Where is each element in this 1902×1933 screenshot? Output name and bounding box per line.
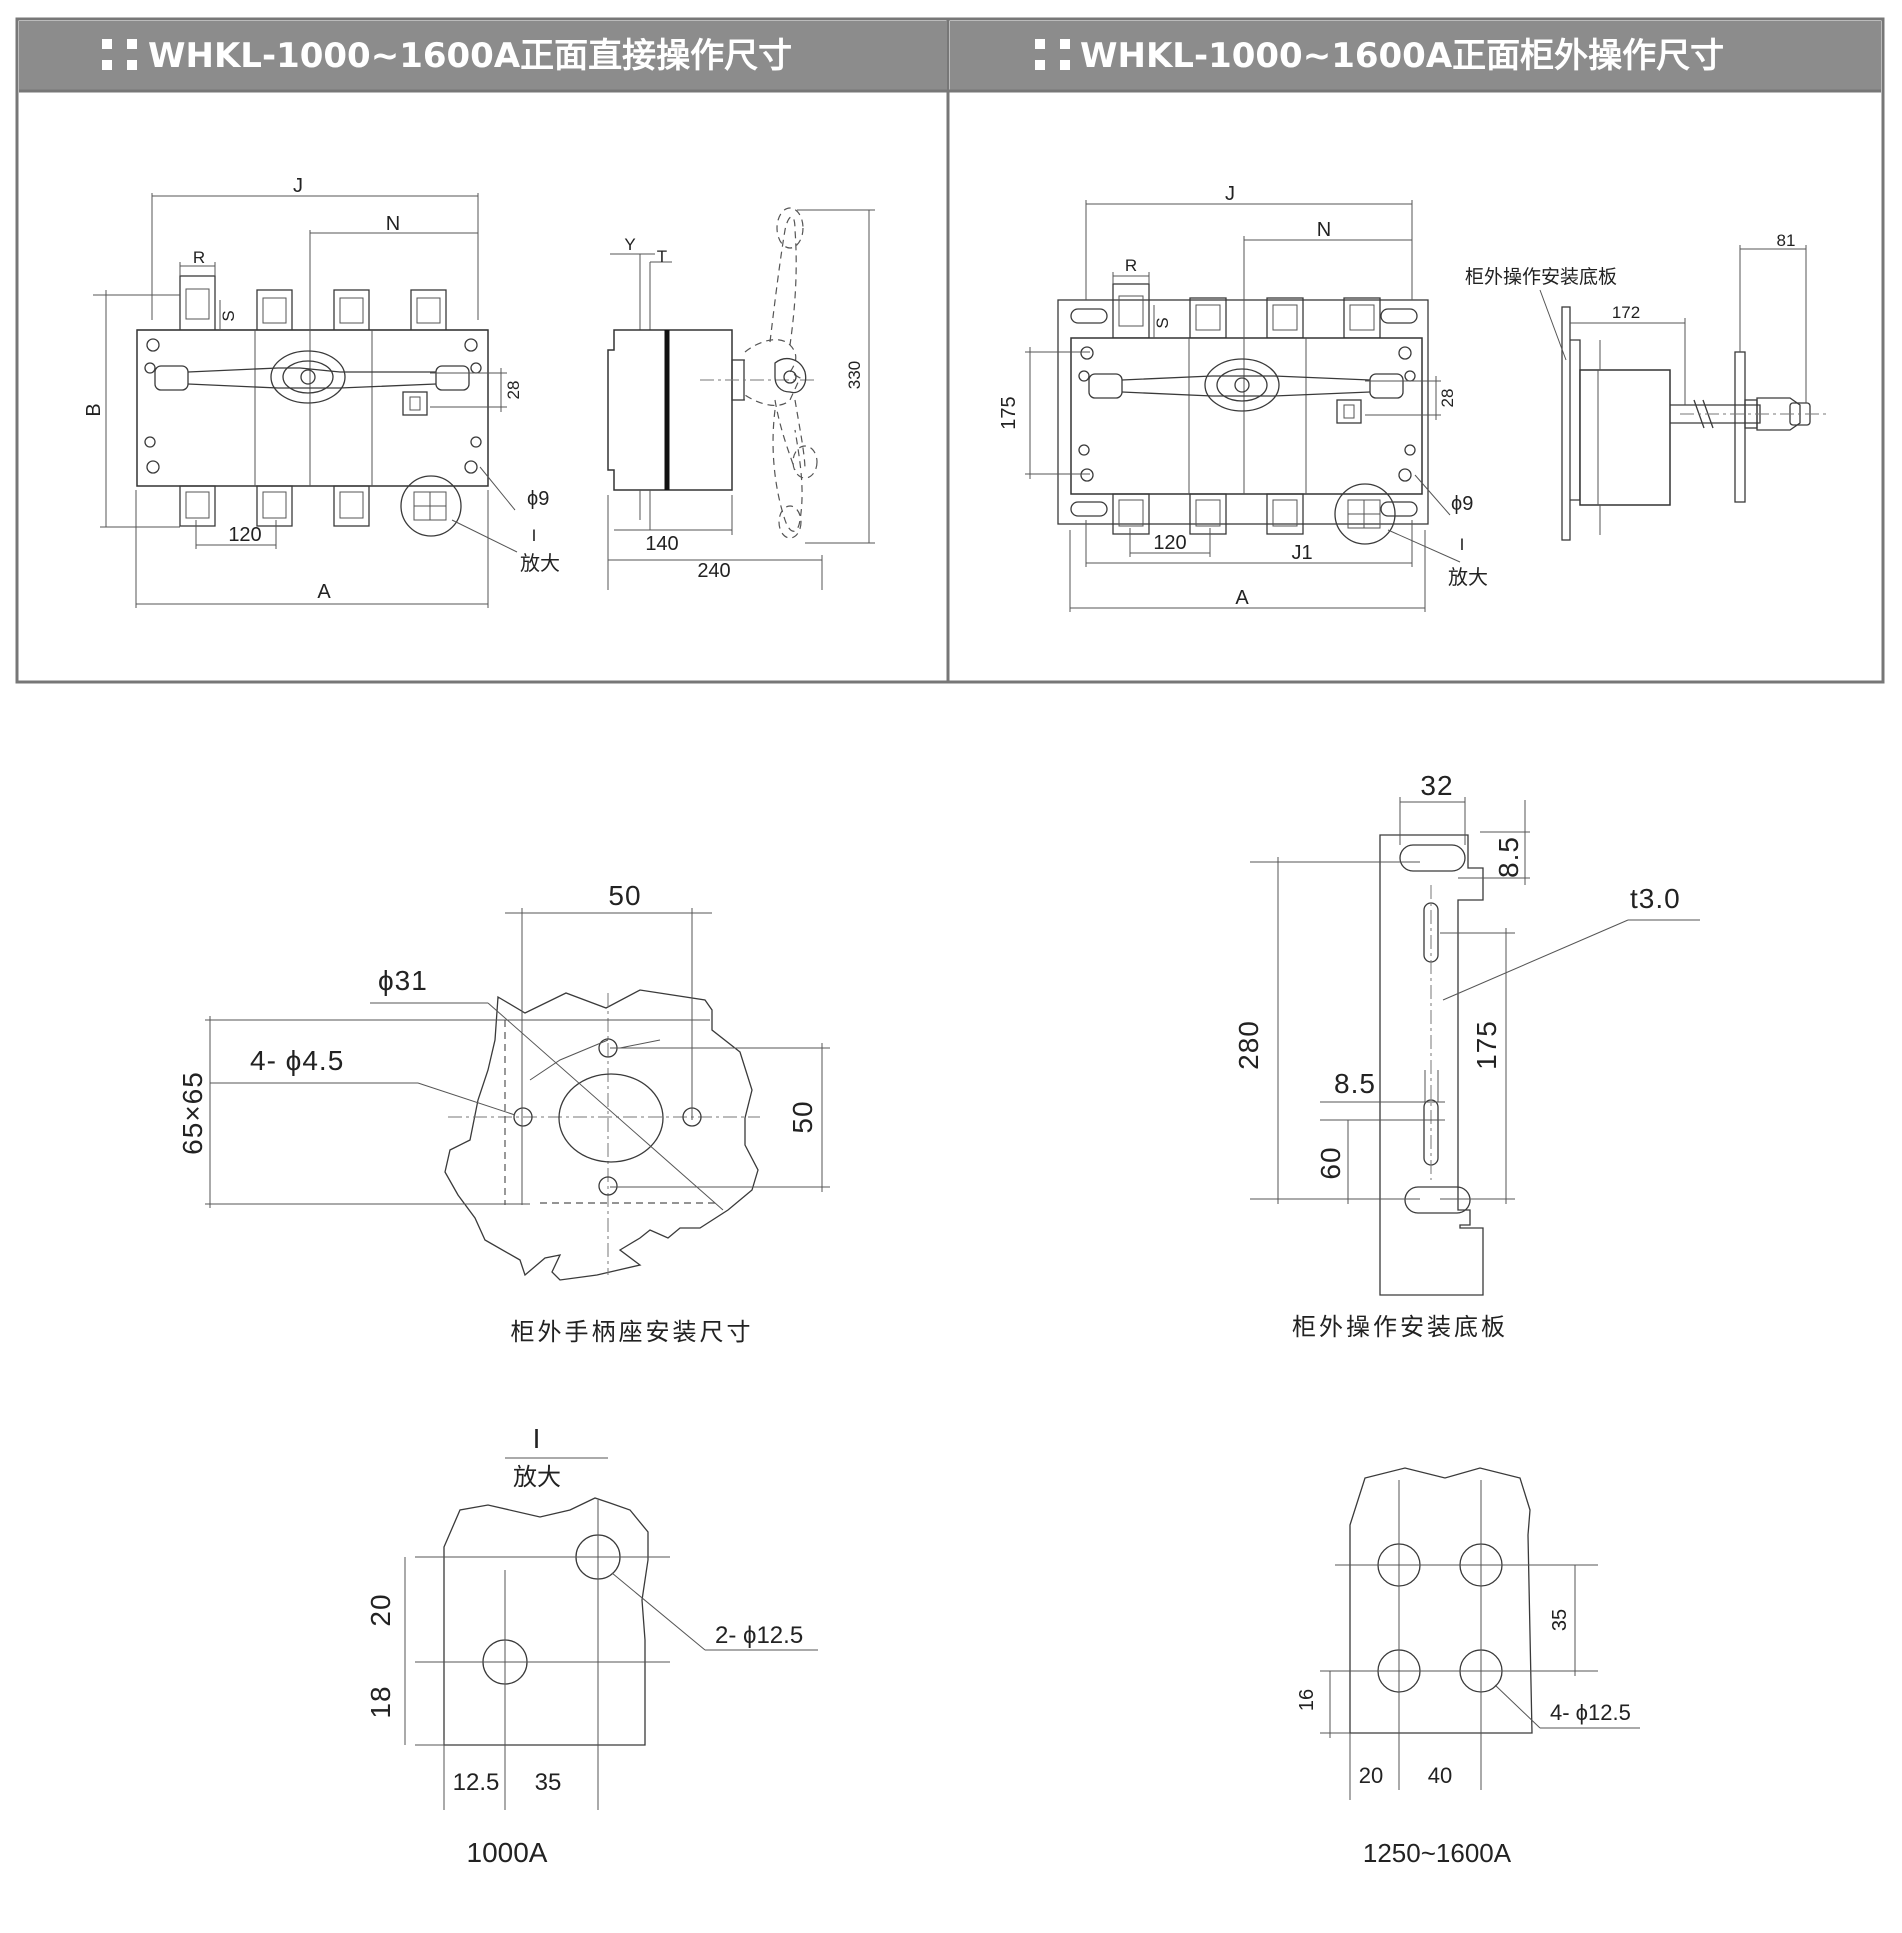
dim-28: 28 bbox=[504, 381, 523, 400]
dim-65x65: 65×65 bbox=[177, 1071, 208, 1155]
detail-1000-enlarge: 放大 bbox=[513, 1463, 561, 1491]
dim-35-1600: 35 bbox=[1549, 1609, 1571, 1631]
dim-175-plate: 175 bbox=[1471, 1020, 1502, 1070]
left-panel-title: WHKL-1000~1600A正面直接操作尺寸 bbox=[148, 36, 792, 76]
enlarge-label-cabinet: 放大 bbox=[1448, 565, 1488, 589]
dim-172: 172 bbox=[1612, 303, 1640, 322]
detail-ref-I: I bbox=[532, 526, 537, 545]
front-view-cabinet bbox=[1057, 283, 1429, 545]
dim-4-phi125: 4- ϕ12.5 bbox=[1550, 1700, 1631, 1725]
dim-20-1600: 20 bbox=[1359, 1763, 1383, 1788]
enlarge-label: 放大 bbox=[520, 551, 560, 575]
dim-A-cabinet: A bbox=[1235, 587, 1249, 609]
dim-81: 81 bbox=[1777, 231, 1796, 250]
dim-2-phi125: 2- ϕ12.5 bbox=[715, 1622, 803, 1649]
dim-120: 120 bbox=[228, 524, 261, 546]
mount-plate-label: 柜外操作安装底板 bbox=[1465, 266, 1617, 288]
dim-t3-0: t3.0 bbox=[1630, 883, 1681, 914]
dim-60: 60 bbox=[1315, 1146, 1346, 1179]
dim-175-cabinet: 175 bbox=[998, 396, 1020, 429]
dim-N: N bbox=[386, 213, 400, 235]
dim-240: 240 bbox=[697, 560, 730, 582]
handle-base-caption: 柜外手柄座安装尺寸 bbox=[511, 1318, 754, 1346]
dims-side-cabinet bbox=[1539, 245, 1807, 405]
dim-8-5-top: 8.5 bbox=[1493, 836, 1524, 878]
left-header-icon bbox=[102, 39, 137, 70]
handle-base-drawing bbox=[444, 989, 760, 1281]
dim-J1: J1 bbox=[1291, 542, 1312, 564]
dims-handle-base bbox=[205, 908, 830, 1211]
dim-S: S bbox=[219, 310, 238, 321]
mount-plate-drawing bbox=[1379, 834, 1484, 1296]
dim-A: A bbox=[317, 581, 331, 603]
dim-18-1000: 18 bbox=[365, 1685, 396, 1718]
dim-280: 280 bbox=[1233, 1020, 1264, 1070]
side-view-direct bbox=[607, 207, 818, 539]
dims-mount-plate bbox=[1250, 797, 1700, 1204]
detail-ref-I-cabinet: I bbox=[1460, 535, 1465, 554]
dim-50-top: 50 bbox=[608, 880, 641, 911]
dim-phi31: ϕ31 bbox=[378, 965, 428, 996]
dim-J-cabinet: J bbox=[1225, 183, 1235, 205]
dim-J: J bbox=[293, 175, 303, 197]
dims-front-direct bbox=[93, 193, 518, 608]
dim-phi9: ϕ9 bbox=[527, 488, 549, 510]
dims-front-cabinet bbox=[1025, 200, 1461, 612]
detail-1000a-drawing bbox=[404, 1457, 818, 1810]
dim-32: 32 bbox=[1420, 770, 1453, 801]
detail-1600a-drawing bbox=[1320, 1467, 1640, 1800]
mount-plate-caption: 柜外操作安装底板 bbox=[1292, 1313, 1508, 1341]
detail-1000-ref-I: I bbox=[533, 1423, 542, 1454]
detail-1000-caption: 1000A bbox=[467, 1837, 548, 1868]
detail-1600-caption: 1250~1600A bbox=[1363, 1838, 1512, 1868]
dim-R-cabinet: R bbox=[1125, 256, 1137, 275]
dim-Y: Y bbox=[624, 235, 635, 254]
dim-16: 16 bbox=[1296, 1689, 1318, 1711]
dim-330: 330 bbox=[845, 361, 864, 389]
dim-4-phi45: 4- ϕ4.5 bbox=[250, 1045, 344, 1076]
dim-B: B bbox=[83, 403, 105, 416]
dim-12-5: 12.5 bbox=[453, 1769, 500, 1796]
left-header-bar bbox=[19, 21, 947, 90]
right-header-icon bbox=[1035, 39, 1070, 70]
dim-120-cabinet: 120 bbox=[1153, 532, 1186, 554]
dim-N-cabinet: N bbox=[1317, 219, 1331, 241]
dim-40-1600: 40 bbox=[1428, 1763, 1452, 1788]
right-header-bar bbox=[950, 21, 1881, 90]
dim-20-1000: 20 bbox=[365, 1593, 396, 1626]
dim-50-right: 50 bbox=[787, 1100, 818, 1133]
dim-140: 140 bbox=[645, 533, 678, 555]
dim-R: R bbox=[193, 248, 205, 267]
dim-28-cabinet: 28 bbox=[1438, 389, 1457, 408]
front-view-direct bbox=[136, 275, 489, 537]
dim-35-1000: 35 bbox=[535, 1769, 562, 1796]
dim-T: T bbox=[657, 247, 667, 266]
right-panel-title: WHKL-1000~1600A正面柜外操作尺寸 bbox=[1080, 36, 1724, 76]
dim-S-cabinet: S bbox=[1153, 317, 1172, 328]
side-view-cabinet bbox=[1561, 306, 1830, 541]
dim-phi9-cabinet: ϕ9 bbox=[1451, 493, 1473, 515]
dims-side-direct bbox=[607, 209, 875, 590]
dim-8-5-mid: 8.5 bbox=[1334, 1068, 1376, 1099]
